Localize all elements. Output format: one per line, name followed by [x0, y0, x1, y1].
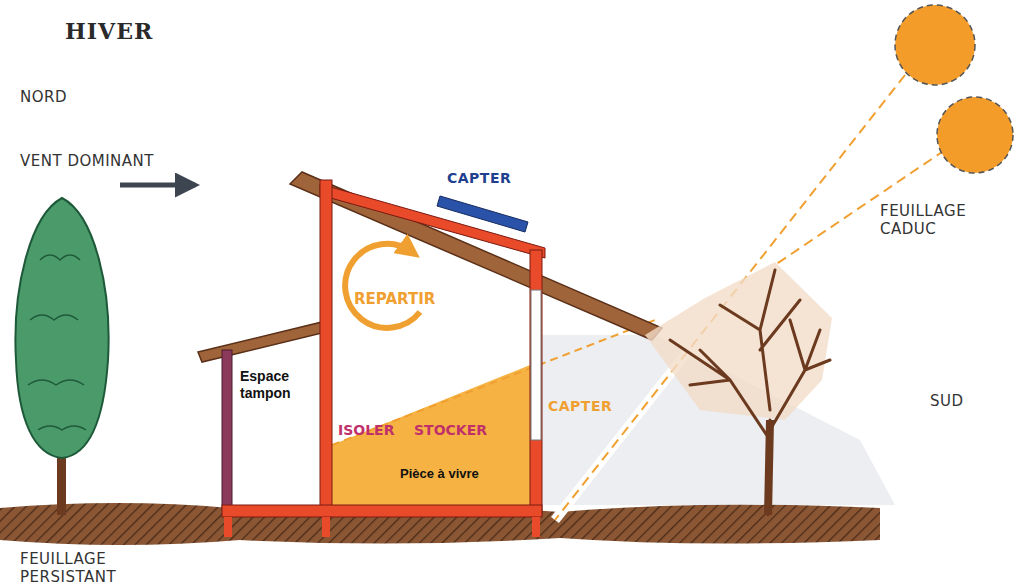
roof-insulation: [320, 184, 545, 258]
room-name: Pièce à vivre: [400, 466, 520, 482]
window: [531, 290, 541, 440]
wind-arrow: [120, 183, 195, 188]
buffer-room: Espace tampon: [232, 350, 320, 505]
action-label: STOCKER: [414, 422, 514, 439]
ground: [0, 503, 880, 545]
sun-ray: [555, 75, 905, 520]
living-room: REPARTIR ISOLERSTOCKER Pièce à vivre: [332, 190, 530, 505]
foundation: [322, 517, 330, 537]
circulation-arrow: [345, 244, 420, 328]
action-label: CAPTER: [548, 398, 648, 415]
sun-beam: [555, 75, 905, 520]
orientation-label: NORD: [20, 88, 220, 106]
annex-roof: [198, 322, 326, 362]
diagram-title: HIVER: [65, 18, 153, 44]
sun: [895, 5, 975, 85]
main-roof: [290, 172, 662, 340]
insulated-floor: [222, 505, 542, 517]
orientation-label: SUD: [930, 392, 1000, 410]
evergreen-tree: [15, 198, 108, 458]
action-label: ISOLER: [338, 422, 418, 439]
sun: [937, 97, 1013, 173]
annex-wall: [222, 350, 232, 510]
insulated-wall: [320, 180, 332, 515]
room-name: Espace tampon: [240, 368, 314, 402]
tree-trunk: [768, 420, 770, 515]
foliage-label: FEUILLAGE CADUC: [880, 202, 1000, 238]
foundation: [532, 517, 540, 537]
deciduous-tree: [670, 270, 830, 515]
sun-ray: [332, 320, 655, 445]
stored-heat: [332, 365, 530, 506]
foundation: [224, 517, 232, 537]
insulated-wall: [530, 250, 542, 515]
foliage-label: FEUILLAGE PERSISTANT: [20, 550, 150, 586]
tree-texture: [28, 255, 86, 430]
solar-panel: [437, 196, 528, 232]
action-label: REPARTIR: [354, 290, 464, 308]
action-label: CAPTER: [447, 170, 547, 187]
wind-label: VENT DOMINANT: [20, 152, 260, 170]
